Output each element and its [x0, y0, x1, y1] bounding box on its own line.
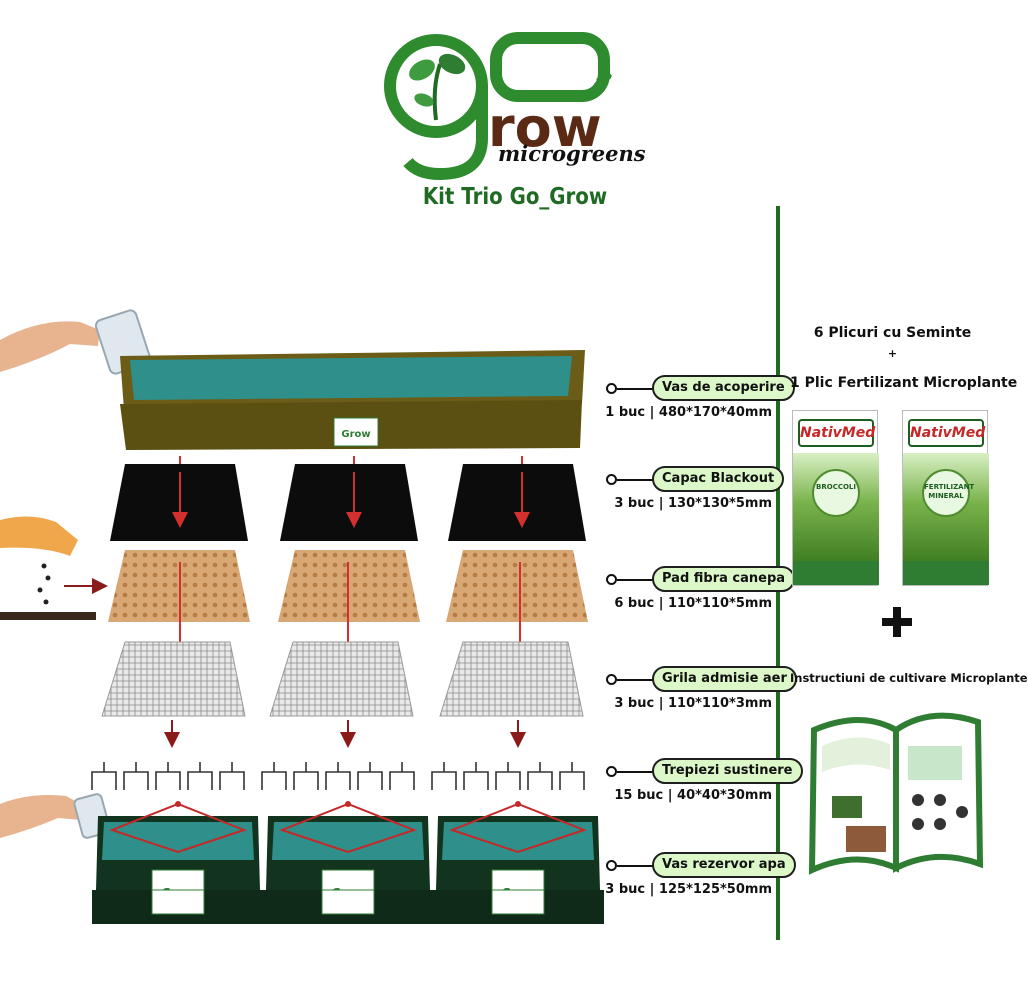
open-booklet-icon [808, 712, 984, 875]
support-tripod-icon [293, 762, 319, 790]
support-tripod-icon [495, 762, 521, 790]
component-spec: 15 buc | 40*40*30mm [614, 788, 772, 803]
plus-icon [882, 607, 912, 637]
support-tripod [91, 762, 585, 790]
support-tripod-icon [123, 762, 149, 790]
support-tripod-icon [187, 762, 213, 790]
logo-tagline: microgreens [498, 141, 646, 166]
component-spec: 3 buc | 110*110*3mm [614, 696, 772, 711]
component-air-grid: Grila admisie aer 3 buc | 110*110*3mm [604, 666, 797, 716]
kit-exploded-view: Grow GrowGrowG [0, 309, 604, 924]
water-reservoir: GrowGrowGrow [92, 801, 604, 924]
support-tripod-icon [219, 762, 245, 790]
sprout-logo-icon: row [384, 32, 612, 181]
cover-tray: Grow [120, 350, 585, 450]
support-tripod-icon [527, 762, 553, 790]
leader-dot [606, 860, 617, 871]
component-cover-tray: Vas de acoperire 1 buc | 480*170*40mm [604, 375, 795, 425]
packet-label: BROCCOLI [812, 469, 860, 517]
page-title: Kit Trio Go_Grow [422, 184, 608, 210]
component-name: Grila admisie aer [652, 666, 797, 692]
support-tripod-icon [559, 762, 585, 790]
support-tripod-icon [261, 762, 287, 790]
leader-dot [606, 383, 617, 394]
component-hemp-pad: Pad fibra canepa 6 buc | 110*110*5mm [604, 566, 796, 616]
component-name: Vas rezervor apa [652, 852, 796, 878]
water-reservoir-icon: Grow [432, 801, 604, 924]
plus-separator: + [887, 347, 898, 360]
component-name: Vas de acoperire [652, 375, 795, 401]
component-spec: 1 buc | 480*170*40mm [605, 405, 772, 420]
water-reservoir-icon: Grow [92, 801, 264, 924]
component-blackout-lid: Capac Blackout 3 buc | 130*130*5mm [604, 466, 785, 516]
seed-hand-icon [0, 516, 108, 620]
support-tripod-icon [91, 762, 117, 790]
blackout-lid [110, 464, 586, 541]
instructions-title: Instructiuni de cultivare Microplante [790, 671, 1028, 685]
leader-dot [606, 766, 617, 777]
fertilizer-packet: NativMed FERTILIZANT MINERAL [902, 410, 989, 586]
component-water-reservoir: Vas rezervor apa 3 buc | 125*125*50mm [604, 852, 796, 902]
support-tripod-icon [431, 762, 457, 790]
leader-dot [606, 674, 617, 685]
support-tripod-icon [325, 762, 351, 790]
component-support-tripod: Trepiezi sustinere 15 buc | 40*40*30mm [604, 758, 803, 808]
air-grid [101, 641, 584, 717]
packet-label: FERTILIZANT MINERAL [922, 469, 974, 517]
component-name: Pad fibra canepa [652, 566, 796, 592]
support-tripod-icon [155, 762, 181, 790]
packet-brand: NativMed [798, 419, 875, 447]
support-tripod-icon [389, 762, 415, 790]
support-tripod-icon [463, 762, 489, 790]
component-spec: 6 buc | 110*110*5mm [614, 596, 772, 611]
water-reservoir-icon: Grow [262, 801, 434, 924]
component-spec: 3 buc | 125*125*50mm [605, 882, 772, 897]
support-tripod-icon [357, 762, 383, 790]
watering-hand-icon [0, 793, 111, 839]
fertilizer-title: 1 Plic Fertilizant Microplante [790, 375, 1018, 391]
component-spec: 3 buc | 130*130*5mm [614, 496, 772, 511]
packet-brand: NativMed [908, 419, 985, 447]
seeds-title: 6 Plicuri cu Seminte [813, 325, 972, 341]
leader-dot [606, 574, 617, 585]
component-name: Trepiezi sustinere [652, 758, 803, 784]
svg-text:Grow: Grow [341, 429, 370, 440]
leader-dot [606, 474, 617, 485]
seed-packet: NativMed BROCCOLI [792, 410, 879, 586]
svg-text:row: row [488, 96, 602, 159]
component-name: Capac Blackout [652, 466, 785, 492]
